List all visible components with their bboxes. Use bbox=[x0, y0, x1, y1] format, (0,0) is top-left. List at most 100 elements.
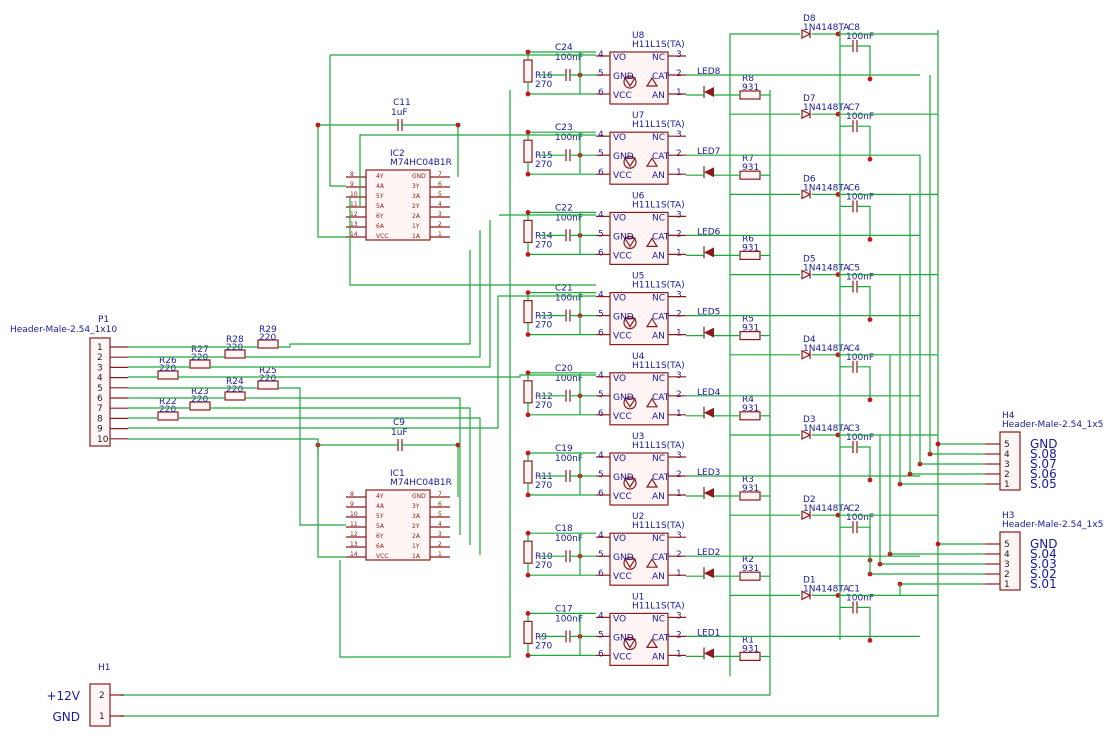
opto-pin-num: 2 bbox=[676, 229, 682, 239]
wire bbox=[857, 446, 871, 480]
resistor-value: 220 bbox=[259, 333, 276, 343]
p1-pin-num: 2 bbox=[97, 353, 103, 363]
ic-ref: IC2 bbox=[390, 149, 405, 159]
h4-signal-label: S.07 bbox=[1030, 457, 1057, 471]
ic-ref: IC1 bbox=[390, 469, 405, 479]
opto-led-symbol bbox=[623, 237, 637, 248]
resistor-ref: R4 bbox=[742, 395, 754, 405]
protection-diode bbox=[801, 590, 812, 601]
resistor-ref: R11 bbox=[535, 472, 553, 482]
opto-pin-num: 1 bbox=[676, 569, 682, 579]
opto-pin-num: 6 bbox=[598, 168, 604, 178]
ic-pin-name: 2A bbox=[412, 213, 421, 220]
cap-value: 100nF bbox=[555, 374, 583, 384]
opto-pin-name: VCC bbox=[613, 171, 632, 181]
cap-value: 100nF bbox=[555, 213, 583, 223]
wire bbox=[857, 45, 871, 79]
opto-circle bbox=[623, 155, 637, 169]
resistor-value: 270 bbox=[535, 641, 552, 651]
opto-pin-num: 3 bbox=[676, 611, 682, 621]
ic-pin-name: 6A bbox=[376, 543, 385, 550]
wire bbox=[329, 55, 346, 187]
junction-dot bbox=[835, 111, 841, 117]
resistor-ref: R16 bbox=[535, 71, 553, 81]
resistor-value: 270 bbox=[535, 561, 552, 571]
ic-pin-name: 2Y bbox=[412, 203, 420, 210]
h1-pin-num: 2 bbox=[99, 691, 105, 701]
status-led bbox=[704, 247, 714, 258]
wire bbox=[729, 514, 800, 597]
opto-pin-name: NC bbox=[652, 534, 665, 544]
junction-dot bbox=[455, 442, 461, 448]
led-ref: LED3 bbox=[697, 468, 720, 478]
ic-pin-num: 10 bbox=[350, 191, 358, 198]
ic-pin-name: GND bbox=[412, 493, 426, 500]
opto-circle bbox=[623, 75, 637, 89]
ic-pin-name: 5Y bbox=[376, 193, 384, 200]
junction-dot bbox=[835, 512, 841, 518]
cap-value: 1uF bbox=[391, 428, 408, 438]
opto-pin-num: 5 bbox=[598, 310, 604, 320]
wire bbox=[729, 594, 800, 677]
opto-pin-name: GND bbox=[613, 473, 634, 483]
resistor-ref: R24 bbox=[226, 377, 244, 387]
p1-header-body bbox=[89, 337, 111, 447]
cap-value: 100nF bbox=[846, 593, 874, 603]
p1-pin-num: 4 bbox=[97, 374, 103, 384]
diode-ref: D7 bbox=[803, 94, 816, 104]
diode-ref: D4 bbox=[803, 335, 816, 345]
opto-pin-num: 3 bbox=[676, 451, 682, 461]
opto-part: H11L1S(TA) bbox=[632, 281, 685, 291]
p1-pin-num: 8 bbox=[97, 414, 103, 424]
opto-pin-num: 2 bbox=[676, 630, 682, 640]
ic-pin-name: 3A bbox=[412, 513, 421, 520]
ic-pin-name: 1Y bbox=[412, 543, 420, 550]
p1-pin-num: 7 bbox=[97, 404, 103, 414]
ic-pin-num: 2 bbox=[438, 541, 442, 548]
h4-pin-num: 4 bbox=[1004, 450, 1010, 460]
junction-dot bbox=[525, 210, 531, 215]
pullup-resistor bbox=[523, 380, 533, 404]
opto-pin-name: NC bbox=[652, 133, 665, 143]
wire bbox=[402, 444, 459, 497]
resistor-ref: R7 bbox=[742, 154, 754, 164]
status-led bbox=[704, 568, 714, 579]
opto-pin-num: 5 bbox=[598, 229, 604, 239]
opto-ref: U5 bbox=[632, 272, 644, 282]
optocoupler-body bbox=[609, 131, 669, 185]
cap-ref: C18 bbox=[555, 524, 573, 534]
opto-pin-name: VCC bbox=[613, 251, 632, 261]
ic-pin-name: 1Y bbox=[412, 223, 420, 230]
ic-pin-num: 6 bbox=[438, 181, 442, 188]
resistor-ref: R27 bbox=[191, 345, 209, 355]
wire bbox=[128, 295, 596, 429]
opto-pin-num: 1 bbox=[676, 168, 682, 178]
opto-led-symbol bbox=[623, 478, 637, 489]
opto-pin-num: 6 bbox=[598, 329, 604, 339]
optocoupler-body bbox=[609, 452, 669, 506]
led-ref: LED7 bbox=[697, 147, 720, 157]
series-resistor bbox=[224, 391, 246, 401]
status-led bbox=[704, 167, 714, 178]
opto-led-symbol bbox=[623, 398, 637, 408]
junction-dot bbox=[525, 252, 531, 257]
opto-pin-name: VCC bbox=[613, 412, 632, 422]
junction-dot bbox=[935, 441, 941, 447]
opto-pin-num: 1 bbox=[676, 409, 682, 419]
ic-pin-num: 7 bbox=[438, 491, 442, 498]
opto-pin-num: 3 bbox=[676, 291, 682, 301]
ic-pin-num: 12 bbox=[350, 531, 358, 538]
cap-ref: C19 bbox=[555, 444, 573, 454]
resistor-ref: R2 bbox=[742, 555, 754, 565]
opto-pin-num: 6 bbox=[598, 569, 604, 579]
resistor-ref: R28 bbox=[226, 335, 244, 345]
h4-signal-label: S.08 bbox=[1030, 447, 1057, 461]
ic-pin-num: 4 bbox=[438, 201, 442, 208]
ic-pin-num: 7 bbox=[438, 171, 442, 178]
opto-pin-num: 5 bbox=[598, 69, 604, 79]
optocoupler-body bbox=[609, 612, 669, 667]
optocoupler-body bbox=[609, 372, 669, 426]
opto-pin-name: NC bbox=[652, 294, 665, 304]
resistor-ref: R5 bbox=[742, 315, 754, 325]
